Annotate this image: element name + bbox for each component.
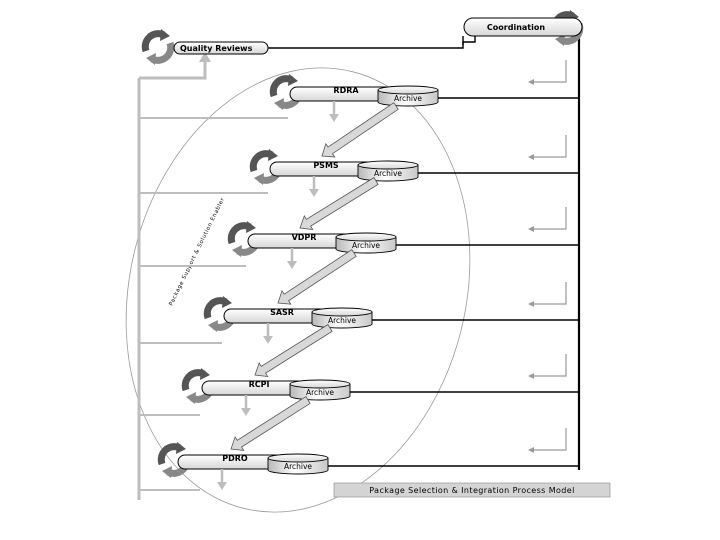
- handoff-arrow-icon: [277, 249, 357, 305]
- down-arrow-icon: [287, 261, 297, 269]
- archive-cylinder: Archive: [335, 232, 397, 254]
- bus-bracket-line: [534, 354, 567, 377]
- stage-sasr: SASR Archive: [139, 282, 579, 377]
- bus-bracket-line: [534, 428, 567, 451]
- bus-bracket-line: [534, 282, 567, 305]
- left-arrow-icon: [528, 226, 534, 232]
- archive-label: Archive: [328, 316, 356, 325]
- quality-reviews-label: Quality Reviews: [180, 44, 253, 53]
- stage-label: RCPI: [249, 380, 270, 389]
- quality-rail-connector: [139, 60, 207, 80]
- cycle-arrows-icon: [141, 29, 175, 65]
- bus-bracket-line: [534, 60, 567, 83]
- archive-label: Archive: [306, 388, 334, 397]
- handoff-arrow-icon: [299, 177, 379, 230]
- archive-label: Archive: [394, 94, 422, 103]
- coordination-label: Coordination: [487, 23, 545, 32]
- side-label: Package Support & Solution Enabler: [168, 197, 226, 307]
- up-arrow-icon: [199, 52, 211, 62]
- stage-rcpi: RCPI Archive: [139, 354, 579, 451]
- left-arrow-icon: [528, 79, 534, 85]
- archive-label: Archive: [352, 241, 380, 250]
- coordination-node: Coordination: [463, 10, 584, 46]
- down-arrow-icon: [329, 114, 339, 122]
- caption: Package Selection & Integration Process …: [369, 486, 574, 495]
- stage-label: SASR: [270, 308, 294, 317]
- down-arrow-icon: [217, 482, 227, 490]
- archive-cylinder: Archive: [311, 307, 373, 329]
- bus-bracket-line: [534, 135, 567, 158]
- bus-bracket-line: [534, 207, 567, 230]
- archive-cylinder: Archive: [377, 85, 439, 107]
- down-arrow-icon: [263, 336, 273, 344]
- handoff-arrow-icon: [230, 396, 311, 451]
- quality-reviews-node: Quality Reviews: [141, 29, 269, 65]
- stage-label: PDRO: [222, 454, 248, 463]
- left-arrow-icon: [528, 154, 534, 160]
- package-support-oval: [125, 67, 471, 513]
- left-arrow-icon: [528, 373, 534, 379]
- archive-label: Archive: [374, 169, 402, 178]
- archive-cylinder: Archive: [357, 160, 419, 182]
- process-model: RDRAArchivePSMSArchiveVDPRArchiveSASRArc…: [137, 35, 581, 500]
- stage-psms: PSMS Archive: [139, 135, 579, 230]
- coordination-connector: [462, 36, 476, 45]
- archive-cylinder: Archive: [289, 379, 351, 401]
- handoff-arrow-icon: [254, 324, 333, 377]
- stage-label: RDRA: [333, 86, 359, 95]
- caption-bar: Package Selection & Integration Process …: [333, 482, 611, 498]
- left-arrow-icon: [528, 301, 534, 307]
- left-arrow-icon: [528, 447, 534, 453]
- stage-vdpr: VDPR Archive: [139, 207, 579, 305]
- stage-label: VDPR: [292, 233, 317, 242]
- stage-label: PSMS: [313, 161, 339, 170]
- archive-label: Archive: [284, 462, 312, 471]
- handoff-arrow-icon: [321, 102, 399, 158]
- stage-pdro: PDRO Archive: [139, 428, 579, 491]
- archive-cylinder: Archive: [267, 453, 329, 475]
- quality-coordination-line: [266, 36, 464, 49]
- stage-rdra: RDRA Archive: [139, 60, 579, 158]
- down-arrow-icon: [309, 189, 319, 197]
- down-arrow-icon: [241, 408, 251, 416]
